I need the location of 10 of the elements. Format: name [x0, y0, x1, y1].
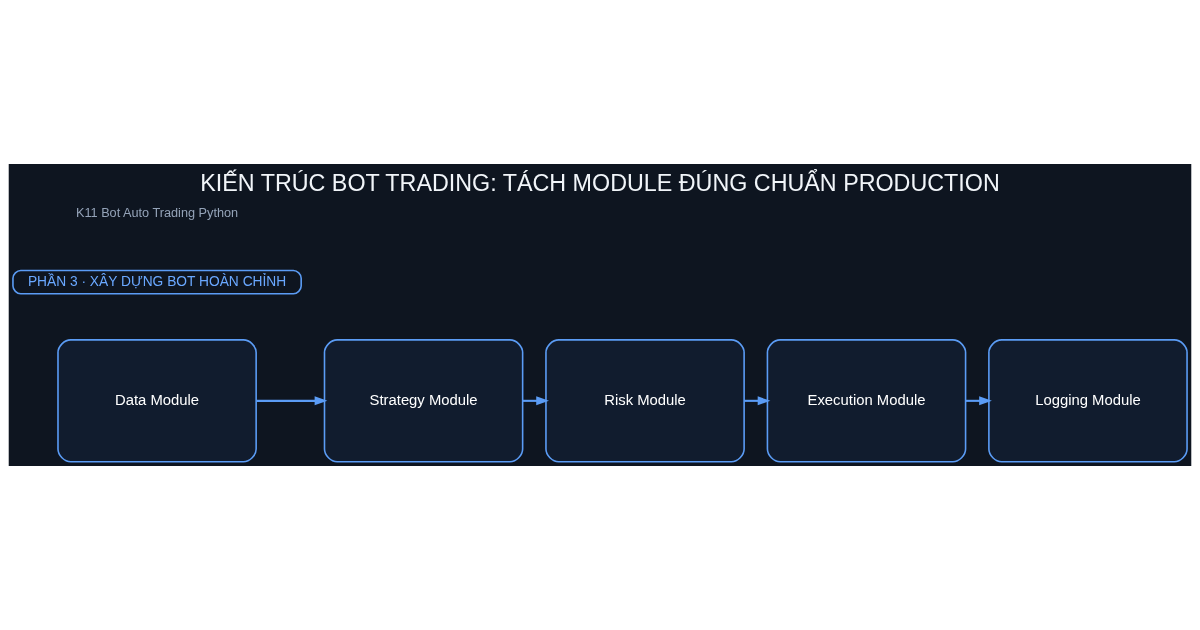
node-box: Logging Module: [988, 339, 1188, 463]
node-box: Strategy Module: [323, 339, 524, 463]
arrow: [744, 396, 771, 406]
node-box: Risk Module: [545, 339, 745, 463]
node-box: Execution Module: [766, 339, 967, 463]
diagram-title: KIẾN TRÚC BOT TRADING: TÁCH MODULE ĐÚNG CHUẨN PRODUCTION: [200, 170, 1000, 197]
label: PHẦN 3 · XÂY DỰNG BOT HOÀN CHỈNH: [27, 273, 287, 289]
arrow: [256, 396, 328, 406]
node-box: Data Module: [57, 339, 257, 463]
label: K11 Bot Auto Trading Python: [75, 204, 239, 220]
